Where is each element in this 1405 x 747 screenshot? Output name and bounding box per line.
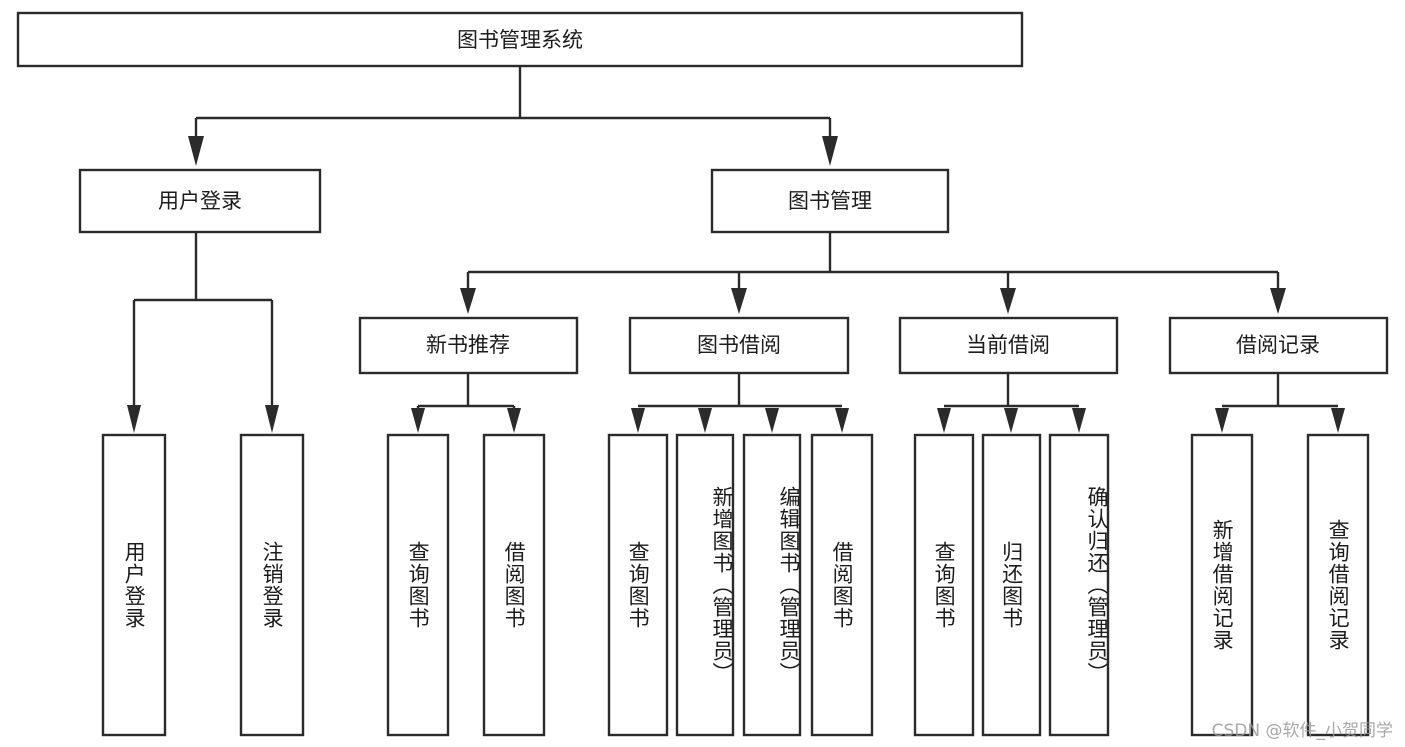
node-book-management[interactable] [710, 168, 950, 234]
node-leaf-borrow-book[interactable] [810, 433, 874, 737]
node-leaf-user-login[interactable] [101, 433, 167, 737]
node-current-borrow-label: 当前借阅 [966, 333, 1050, 357]
arrow-record-leaf2 [1331, 408, 1345, 433]
node-leaf-return-book[interactable] [981, 433, 1042, 737]
node-leaf-edit-book-admin[interactable] [742, 433, 802, 737]
arrow-borrow-leaf3 [765, 408, 779, 433]
node-leaf-query-book-new[interactable] [386, 433, 450, 737]
node-new-book-recommend-label: 新书推荐 [426, 333, 510, 357]
node-root-label: 图书管理系统 [457, 28, 583, 52]
node-current-borrow[interactable] [898, 316, 1119, 375]
node-leaf-borrow-book-new[interactable] [482, 433, 546, 737]
node-borrow-record-label: 借阅记录 [1236, 333, 1320, 357]
arrow-borrow-leaf2 [698, 408, 712, 433]
node-layer: 图书管理系统 用户登录 图书管理 新书推荐 图书借阅 当前借阅 借阅记录 [16, 11, 1389, 737]
watermark: CSDN @软件_小贺同学 [1211, 721, 1393, 741]
arrow-new-leaf1 [411, 408, 425, 433]
node-borrow-record[interactable] [1168, 316, 1389, 375]
arrow-current-leaf3 [1072, 408, 1086, 433]
node-new-book-recommend[interactable] [358, 316, 579, 375]
node-leaf-query-book-borrow[interactable] [607, 433, 669, 737]
node-leaf-add-book-admin[interactable] [675, 433, 735, 737]
arrow-current-leaf1 [937, 408, 951, 433]
arrow-userlogin-leaf2 [265, 405, 279, 433]
arrow-bookmgmt-to-record [1270, 288, 1286, 314]
node-book-borrow-label: 图书借阅 [697, 333, 781, 357]
node-leaf-confirm-return-admin[interactable] [1048, 433, 1110, 737]
node-root[interactable] [16, 11, 1024, 68]
arrow-current-leaf2 [1004, 408, 1018, 433]
arrow-bookmgmt-to-borrow [731, 288, 747, 314]
arrow-userlogin-leaf1 [127, 405, 141, 433]
node-leaf-query-book-current[interactable] [913, 433, 975, 737]
arrow-borrow-leaf4 [835, 408, 849, 433]
arrow-bookmgmt-to-current [1000, 288, 1016, 314]
arrow-bookmgmt-to-new [460, 288, 476, 314]
connector-layer [127, 66, 1345, 433]
node-leaf-logout[interactable] [239, 433, 305, 737]
node-leaf-query-borrow-record[interactable] [1306, 433, 1370, 737]
node-user-login-label: 用户登录 [158, 189, 242, 213]
node-book-borrow[interactable] [628, 316, 850, 375]
arrow-root-to-user-login [188, 136, 204, 166]
arrow-borrow-leaf1 [631, 408, 645, 433]
arrow-record-leaf1 [1215, 408, 1229, 433]
node-user-login[interactable] [78, 168, 322, 234]
arrow-root-to-book-mgmt [822, 136, 838, 166]
node-leaf-add-borrow-record[interactable] [1190, 433, 1254, 737]
arrow-new-leaf2 [507, 408, 521, 433]
node-book-management-label: 图书管理 [788, 189, 872, 213]
